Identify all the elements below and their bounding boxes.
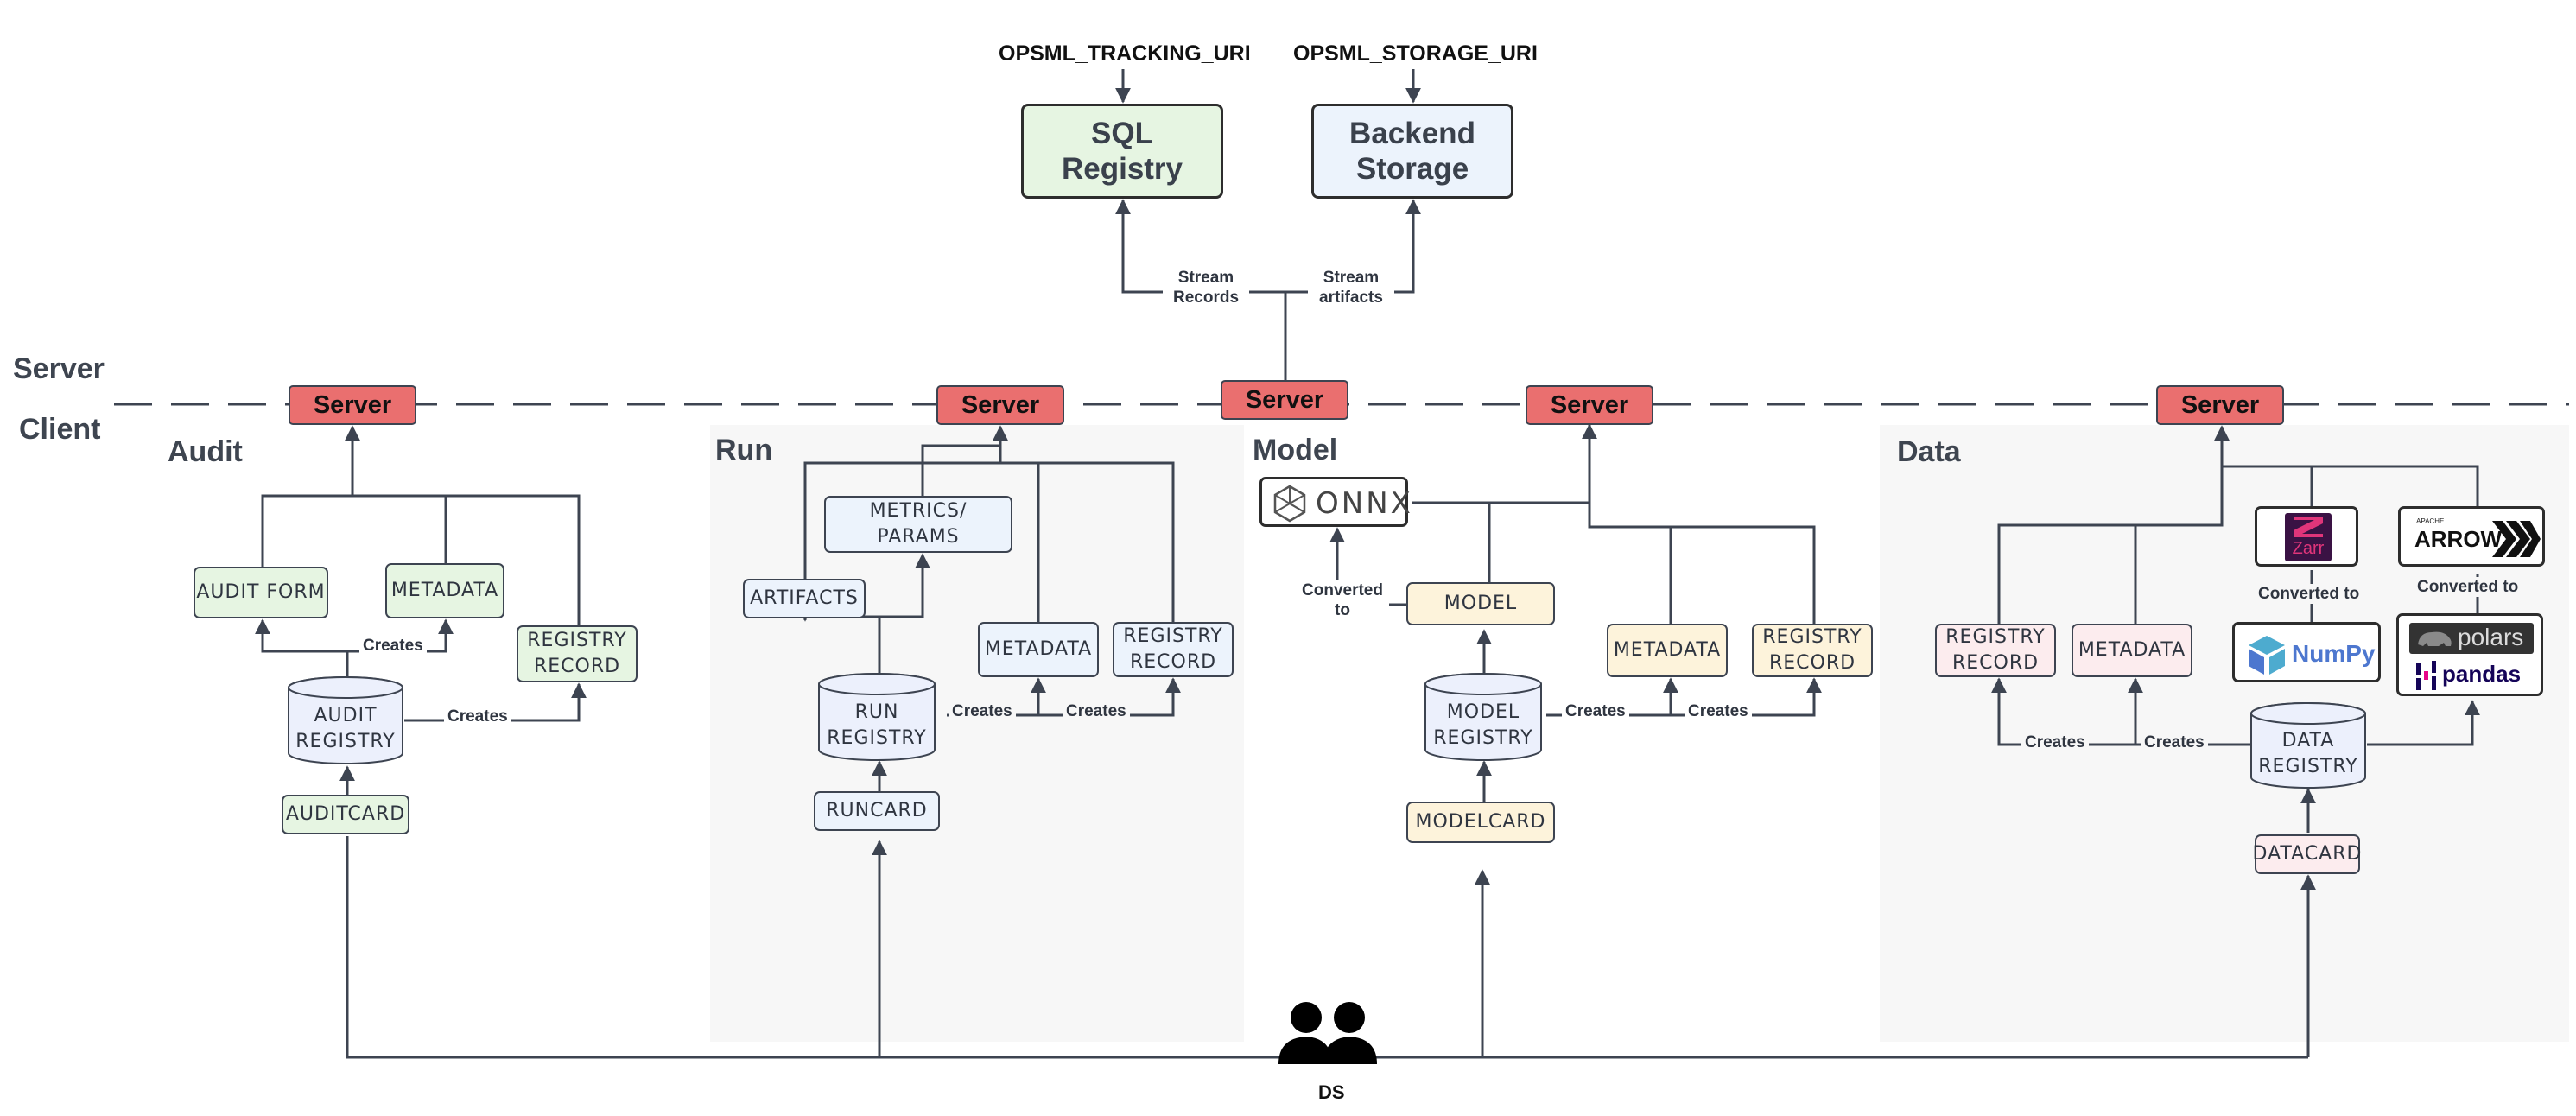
backend-storage: Backend Storage [1311,104,1513,199]
model-section-title: Model [1253,434,1338,466]
audit-registry-label: AUDIT REGISTRY [295,705,396,752]
model-registry: MODEL REGISTRY [1424,672,1543,762]
pandas-text: pandas [2442,661,2522,687]
creates-label: Creates [2021,732,2089,752]
data-registry-label: DATA REGISTRY [2258,730,2358,777]
polars-badge: polars [2409,623,2534,654]
run-registry-label: RUN REGISTRY [827,701,927,749]
creates-label: Creates [949,701,1016,721]
model-registry-label: MODEL REGISTRY [1433,701,1533,749]
polars-pandas-logo: polars pandas [2396,613,2543,696]
numpy-icon [2249,636,2285,675]
modelcard: MODELCARD [1406,802,1555,843]
users-icon [1278,1002,1377,1064]
stream-artifacts-label: Stream artifacts [1308,268,1394,308]
arrow-small-text: APACHE [2416,517,2445,525]
zarr-text: Zarr [2292,539,2325,558]
run-section-title: Run [715,434,773,466]
tracking-uri-label: OPSML_TRACKING_URI [999,41,1251,66]
stream-records-label: Stream Records [1163,268,1249,308]
converted-to-label: Converted to [1296,580,1389,620]
audit-registry-record: REGISTRY RECORD [517,625,638,682]
numpy-text: NumPy [2292,640,2376,667]
sql-registry: SQL Registry [1021,104,1223,199]
pandas-icon [2416,661,2436,690]
runcard: RUNCARD [814,791,940,831]
storage-uri-label: OPSML_STORAGE_URI [1293,41,1538,66]
arrow-text: ARROW [2414,526,2503,552]
creates-label: Creates [444,707,511,726]
data-metadata: METADATA [2072,624,2192,677]
polars-text: polars [2458,624,2524,650]
user-label: DS [1318,1081,1345,1103]
run-metadata: METADATA [978,622,1099,677]
run-artifacts: ARTIFACTS [743,579,866,618]
data-registry: DATA REGISTRY [2249,701,2367,789]
run-metrics-params: METRICS/ PARAMS [824,496,1012,553]
chevrons-icon [2492,521,2541,557]
arrow-logo: APACHE ARROW [2398,506,2545,567]
auditcard: AUDITCARD [282,795,409,834]
server-audit: Server [289,385,416,425]
creates-label: Creates [1685,701,1752,721]
onnx-icon [1273,485,1306,523]
audit-metadata: METADATA [385,563,504,618]
creates-label: Creates [359,636,427,656]
data-section-title: Data [1897,435,1961,468]
model-registry-record: REGISTRY RECORD [1752,624,1873,677]
server-data: Server [2156,385,2284,425]
audit-form: AUDIT FORM [194,567,328,618]
model-metadata: METADATA [1607,624,1728,677]
onnx-text: ONNX [1316,486,1413,521]
creates-label: Creates [2141,732,2208,752]
model: MODEL [1406,582,1555,625]
creates-label: Creates [1063,701,1130,721]
audit-section-title: Audit [168,435,243,468]
run-registry-record: REGISTRY RECORD [1113,622,1234,677]
server-main: Server [1221,380,1348,420]
run-registry: RUN REGISTRY [817,672,936,762]
bear-icon [2418,631,2452,646]
server-run: Server [936,385,1064,425]
datacard: DATACARD [2253,834,2361,874]
zarr-icon: Zarr [2285,513,2332,561]
creates-label: Creates [1562,701,1629,721]
data-registry-record: REGISTRY RECORD [1935,624,2056,677]
server-model: Server [1526,385,1653,425]
client-lane-label: Client [19,413,101,446]
converted-to-label: Converted to [2414,577,2522,597]
converted-to-label: Converted to [2255,584,2363,604]
onnx-logo: ONNX [1259,477,1411,527]
server-lane-label: Server [13,352,105,385]
numpy-logo: NumPy [2232,622,2381,682]
audit-registry: AUDIT REGISTRY [287,675,404,765]
zarr-logo: Zarr [2255,506,2358,567]
